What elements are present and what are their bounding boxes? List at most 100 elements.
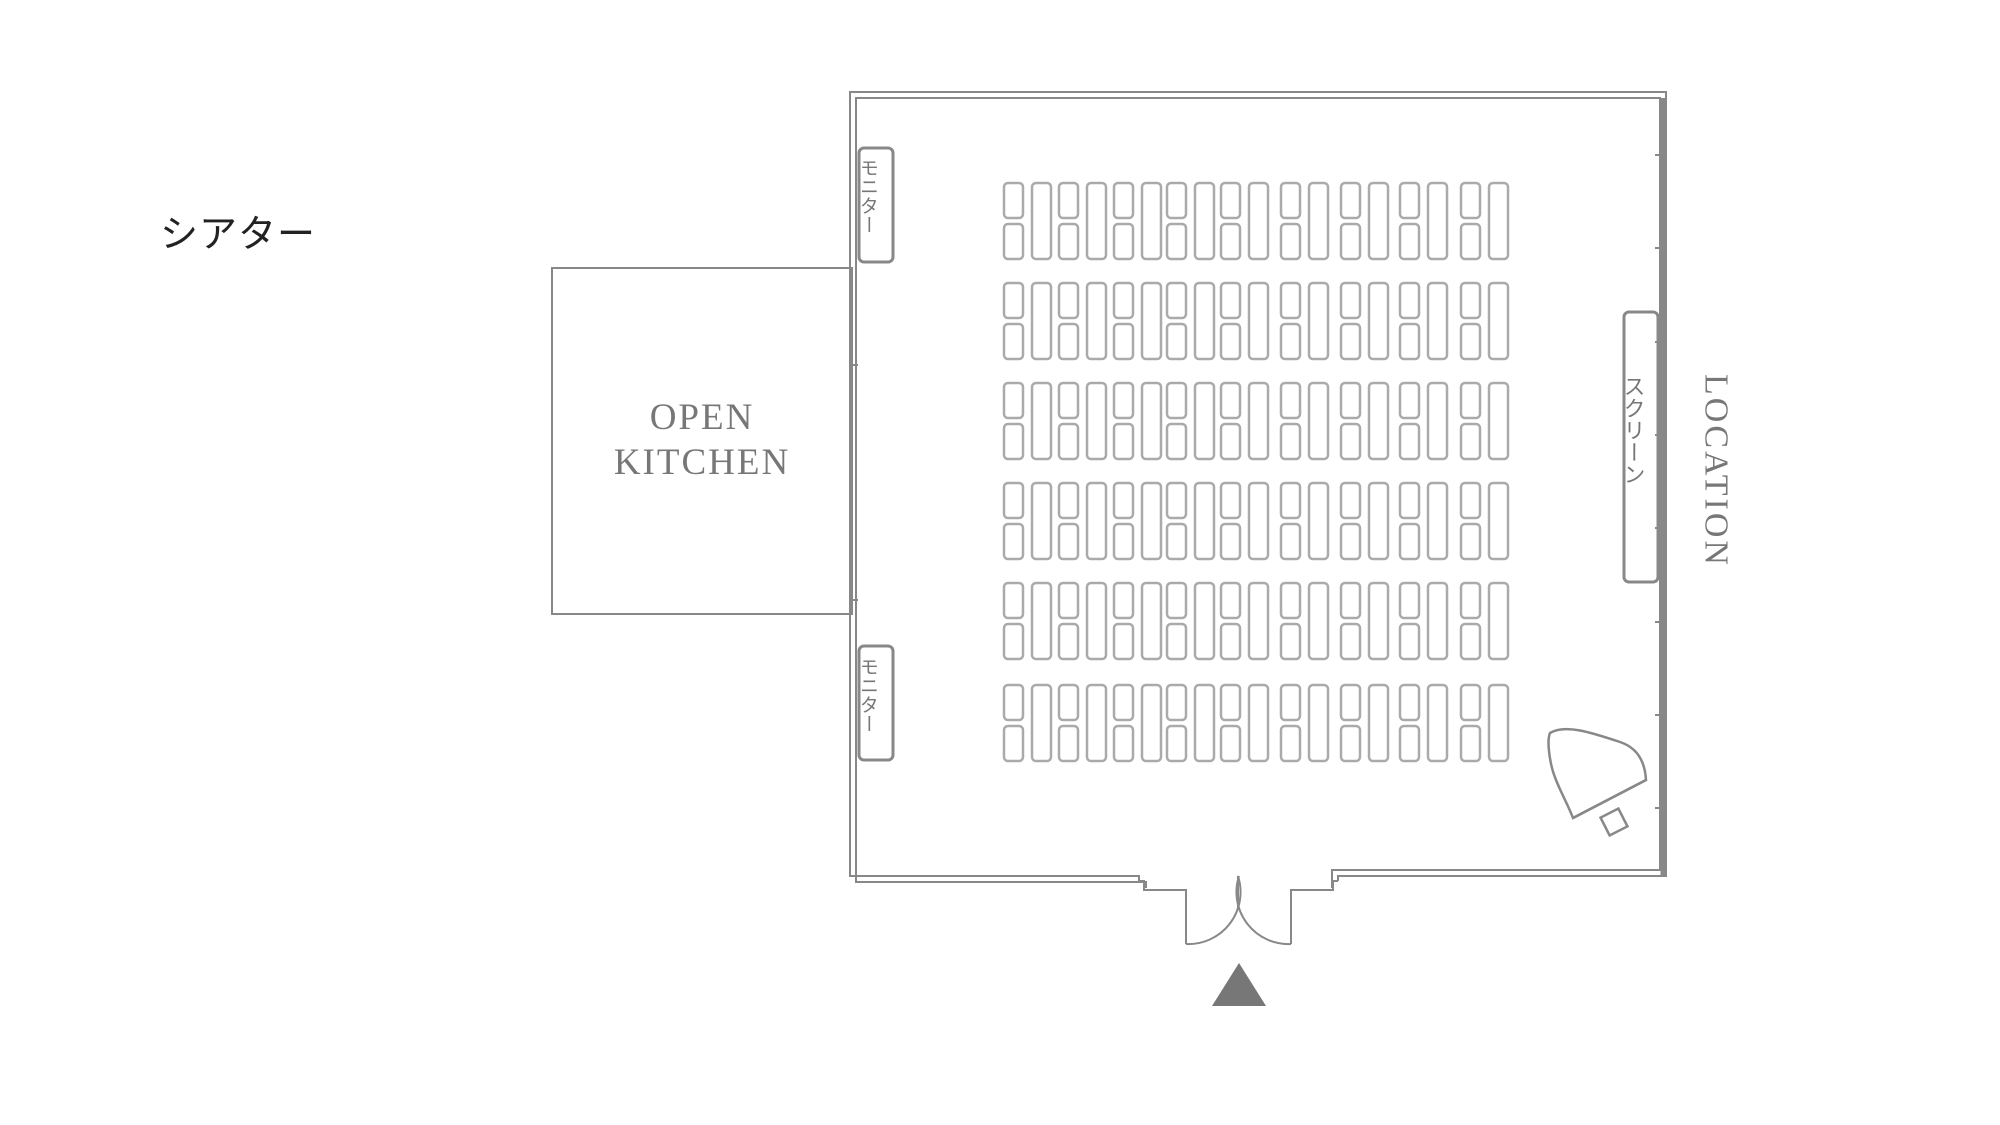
seat [1307, 181, 1330, 261]
left-wall-ticks [850, 364, 858, 601]
seat [1112, 381, 1135, 420]
seat [1247, 281, 1270, 361]
seat [1247, 381, 1270, 461]
seat [1219, 181, 1242, 220]
seat [1002, 222, 1025, 261]
seat [1219, 581, 1242, 620]
seat [1279, 724, 1302, 763]
seat [1339, 522, 1362, 561]
seat [1030, 181, 1053, 261]
seat [1219, 622, 1242, 661]
seat [1165, 724, 1188, 763]
seat [1307, 381, 1330, 461]
monitor-bottom-label: モニター [857, 657, 879, 733]
seat [1057, 422, 1080, 461]
seat [1057, 724, 1080, 763]
seat [1459, 581, 1482, 620]
seat [1219, 522, 1242, 561]
seat [1339, 381, 1362, 420]
seat [1219, 381, 1242, 420]
seat [1367, 181, 1390, 261]
seat [1219, 222, 1242, 261]
seat [1459, 181, 1482, 220]
seat [1085, 181, 1108, 261]
seat [1459, 422, 1482, 461]
seat [1030, 581, 1053, 661]
seat [1339, 581, 1362, 620]
seat [1279, 422, 1302, 461]
seat [1487, 581, 1510, 661]
seat [1459, 281, 1482, 320]
seat [1487, 481, 1510, 561]
seat [1030, 381, 1053, 461]
seat [1193, 481, 1216, 561]
seat [1112, 422, 1135, 461]
seat [1307, 481, 1330, 561]
seat [1219, 724, 1242, 763]
screen-label: スクリーン [1620, 375, 1645, 485]
seat [1426, 481, 1449, 561]
seat [1112, 322, 1135, 361]
monitor-bottom [857, 644, 895, 762]
seat [1398, 322, 1421, 361]
seat [1459, 481, 1482, 520]
seat [1193, 281, 1216, 361]
seat [1165, 581, 1188, 620]
seat [1057, 622, 1080, 661]
seat [1307, 581, 1330, 661]
seat [1279, 622, 1302, 661]
seat [1279, 381, 1302, 420]
seat [1279, 322, 1302, 361]
seat [1165, 622, 1188, 661]
seat [1112, 683, 1135, 722]
seat [1487, 381, 1510, 461]
seat [1459, 622, 1482, 661]
seat [1339, 683, 1362, 722]
seat [1140, 683, 1163, 763]
seat [1339, 281, 1362, 320]
seat [1057, 522, 1080, 561]
seat [1085, 481, 1108, 561]
seat [1398, 281, 1421, 320]
seat [1279, 222, 1302, 261]
seat [1002, 522, 1025, 561]
entrance-arrow-icon [1212, 963, 1266, 1006]
seat [1398, 522, 1421, 561]
seat [1219, 422, 1242, 461]
seat [1247, 581, 1270, 661]
seat [1398, 724, 1421, 763]
seat [1165, 281, 1188, 320]
seat [1140, 381, 1163, 461]
seat [1487, 281, 1510, 361]
layout-title: シアター [160, 212, 317, 256]
seat [1426, 381, 1449, 461]
seat [1112, 522, 1135, 561]
seat [1279, 683, 1302, 722]
seat [1165, 181, 1188, 220]
location-label: LOCATION [1698, 374, 1735, 568]
seat [1165, 481, 1188, 520]
seat [1398, 422, 1421, 461]
seat [1398, 683, 1421, 722]
seat [1030, 683, 1053, 763]
seat [1459, 522, 1482, 561]
seat [1085, 683, 1108, 763]
seat [1279, 581, 1302, 620]
entrance-doors [1185, 875, 1292, 946]
seat [1426, 281, 1449, 361]
seat [1140, 581, 1163, 661]
seat [1057, 683, 1080, 722]
seat [1307, 281, 1330, 361]
seat [1367, 481, 1390, 561]
seat [1398, 481, 1421, 520]
seat [1398, 381, 1421, 420]
seat [1426, 181, 1449, 261]
seat [1219, 281, 1242, 320]
seat [1057, 281, 1080, 320]
seat [1165, 422, 1188, 461]
screen [1622, 310, 1660, 584]
seat [1002, 281, 1025, 320]
seat [1193, 181, 1216, 261]
seat [1030, 281, 1053, 361]
